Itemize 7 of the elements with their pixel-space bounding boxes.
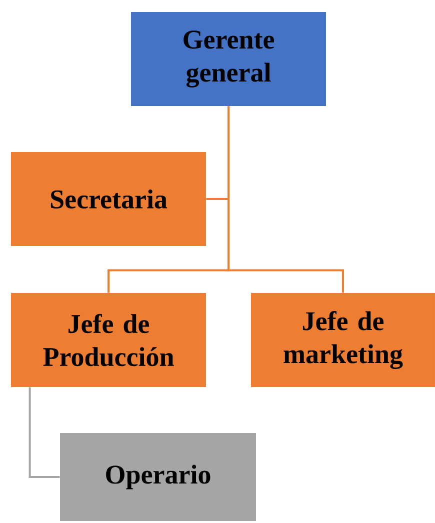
- org-box: Jefe de Producción: [11, 293, 206, 387]
- org-box: Jefe de marketing: [251, 293, 435, 387]
- connector-line: [28, 387, 60, 478]
- org-box: Operario: [60, 433, 256, 521]
- org-box: Secretaria: [11, 152, 206, 246]
- connector-line: [228, 106, 344, 293]
- org-box: Gerente general: [131, 12, 326, 106]
